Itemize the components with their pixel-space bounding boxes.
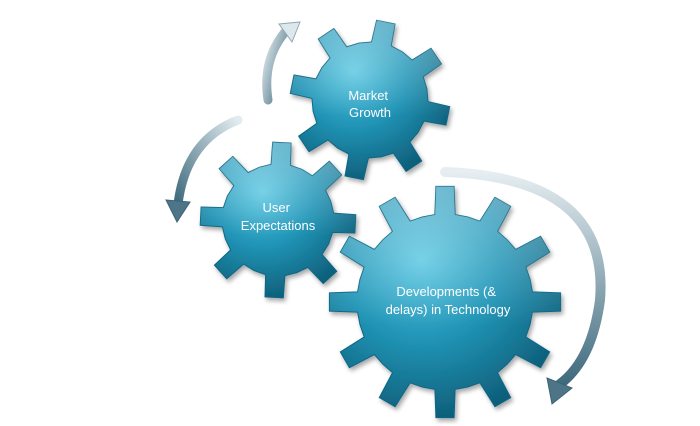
cycle-arrow-top [262,21,301,105]
gear-user-expectations [199,141,357,299]
gear-technology [328,185,562,419]
gear-shine [329,186,561,418]
gear-shine [290,20,450,180]
gear-shine [200,142,356,298]
cycle-arrow-left [165,115,243,224]
cycle-arrow-right [440,167,606,405]
gear-label-technology: Developments (& delays) in Technology [386,284,511,317]
gear-label-market-growth: Market Growth [348,88,391,120]
gear-market-growth [289,19,451,181]
gear-label-user-expectations: User Expectations [241,200,316,233]
